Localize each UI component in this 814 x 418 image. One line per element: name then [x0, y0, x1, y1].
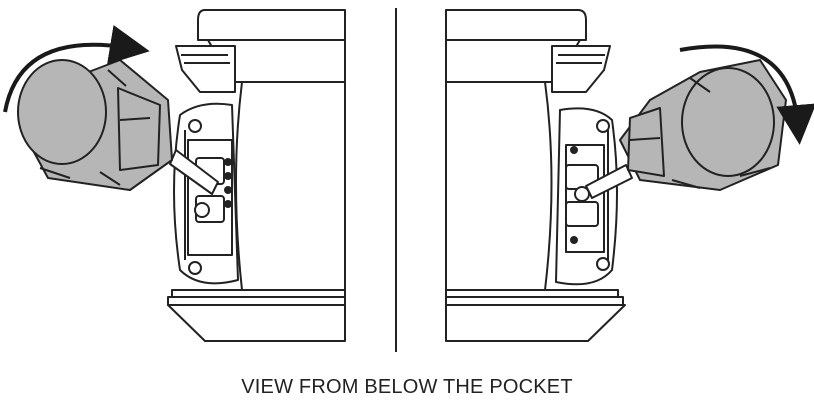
right-panel: [446, 10, 814, 341]
left-panel: [5, 10, 345, 341]
right-rotation-arrow: [680, 47, 814, 145]
left-screwdriver: [18, 60, 218, 194]
left-cylinder-body: [236, 82, 345, 290]
diagram-caption: VIEW FROM BELOW THE POCKET: [241, 376, 573, 398]
right-cylinder-body: [446, 82, 552, 290]
right-mounting-bracket: [556, 108, 617, 284]
left-rotation-arrow: [5, 25, 150, 112]
left-bottom-trim: [168, 290, 345, 341]
left-mounting-bracket: [174, 104, 238, 284]
right-top-housing: [446, 10, 610, 92]
left-top-housing: [176, 10, 345, 92]
right-screwdriver: [586, 60, 786, 198]
right-bottom-trim: [446, 290, 625, 341]
